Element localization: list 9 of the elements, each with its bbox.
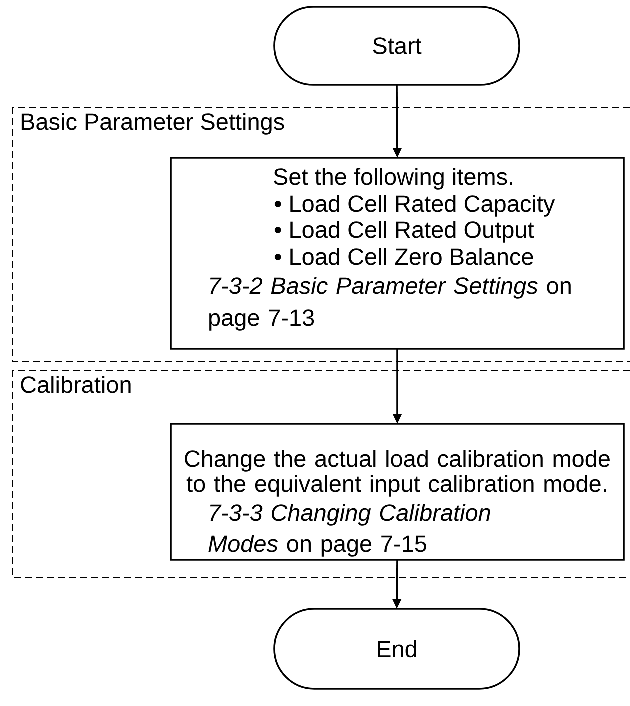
box-text: • Load Cell Zero Balance: [274, 248, 534, 266]
box-text: 7-3-3 Changing Calibration Modes on page 7-15: [208, 504, 490, 557]
band-heading: Calibration: [21, 376, 131, 394]
box-text: Set the following items.: [274, 168, 512, 190]
band-heading: Basic Parameter Settings: [22, 113, 284, 135]
box-text: • Load Cell Rated Output: [274, 221, 534, 243]
box-text: Change the actual load calibration mode to the equivalent input calibration mode.: [185, 450, 610, 497]
box-text: • Load Cell Rated Capacity: [274, 195, 556, 217]
box-text: 7-3-2 Basic Parameter Settings on page 7-13: [210, 277, 571, 331]
